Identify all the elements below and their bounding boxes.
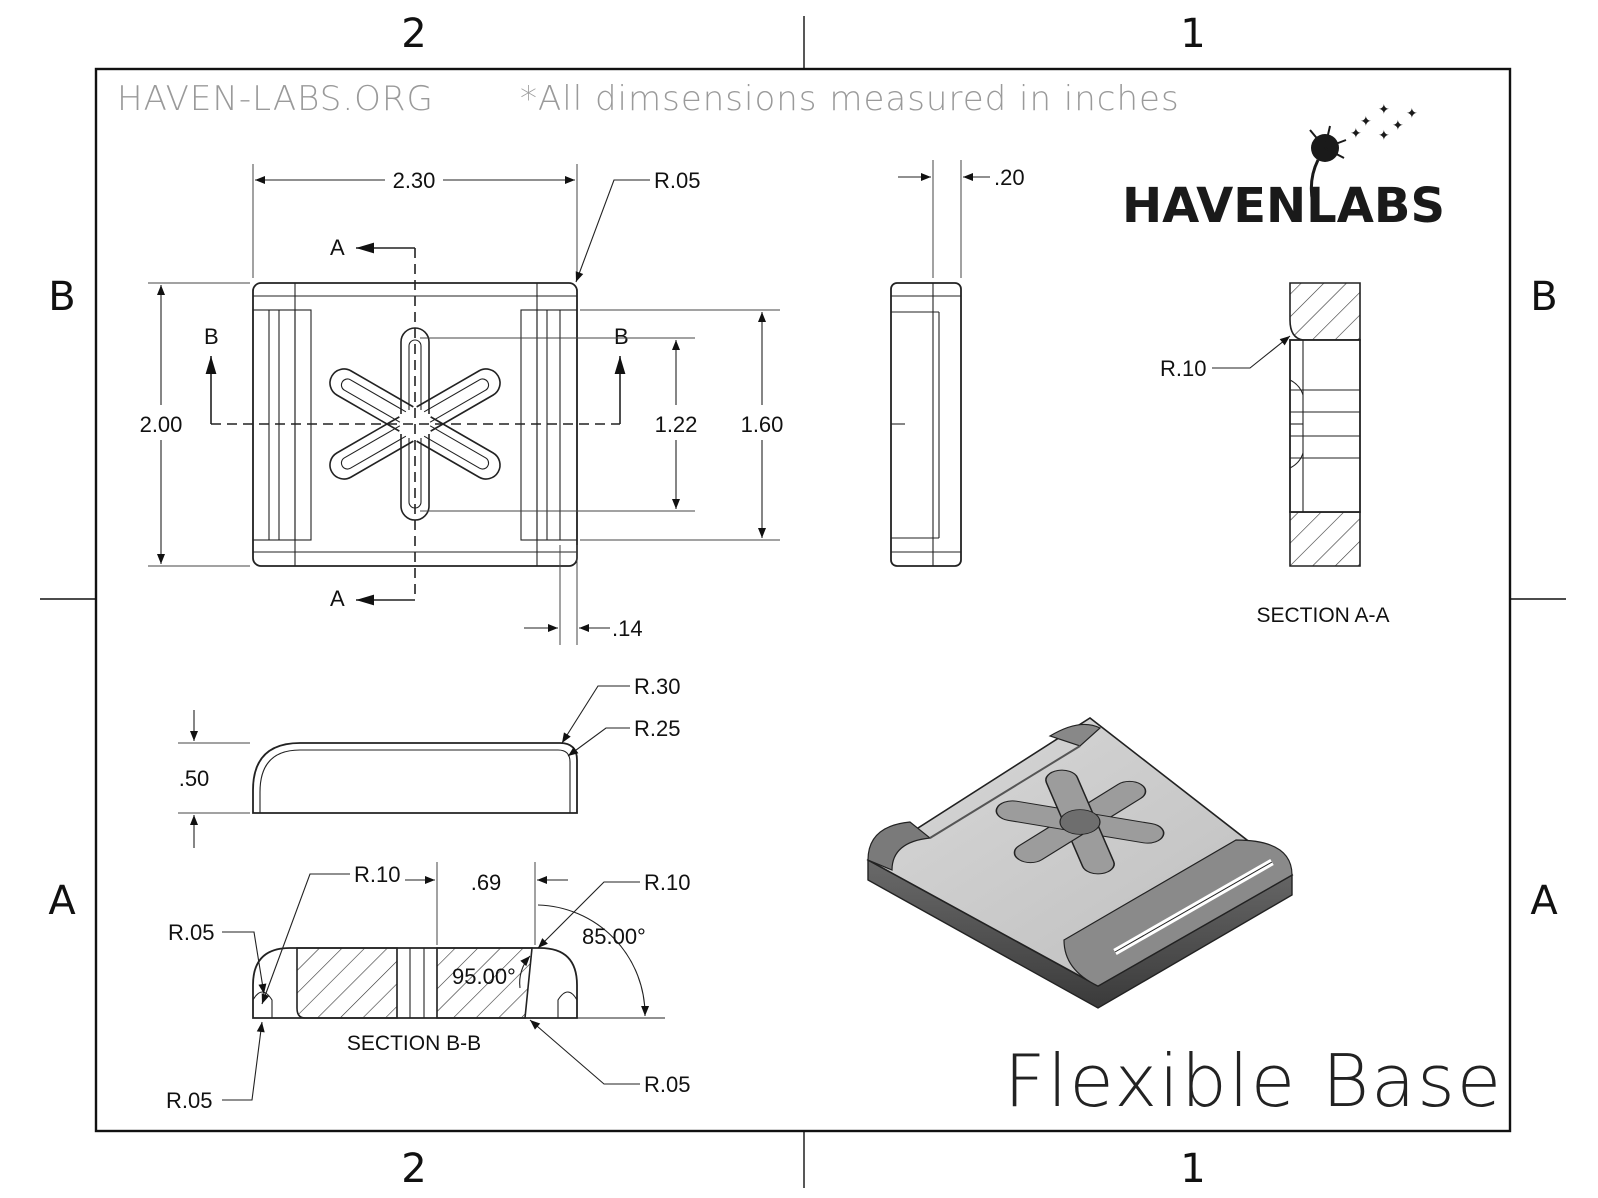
profile-view <box>252 742 578 814</box>
dim-sb-radius-left-lower: R.05 <box>166 1021 265 1113</box>
isometric-view <box>866 717 1294 1009</box>
svg-text:85.00°: 85.00° <box>582 924 646 949</box>
side-view <box>890 282 962 567</box>
svg-text:✦: ✦ <box>1406 106 1418 122</box>
drawing-title: Flexible Base <box>1004 1039 1503 1123</box>
svg-text:R.05: R.05 <box>654 168 700 193</box>
zone-label-left-lower: A <box>48 878 76 924</box>
dim-width: 2.30 <box>252 164 578 278</box>
svg-text:R.10: R.10 <box>1160 356 1206 381</box>
section-cut-b-left: B <box>204 324 219 424</box>
dim-slot-span: 1.22 <box>420 337 698 512</box>
section-cut-b-right: B <box>614 324 629 424</box>
svg-text:.69: .69 <box>471 870 502 895</box>
svg-text:R.30: R.30 <box>634 674 680 699</box>
dim-sb-radius-left-upper: R.05 <box>168 920 267 995</box>
svg-text:✦: ✦ <box>1378 128 1390 144</box>
svg-text:R.05: R.05 <box>166 1088 212 1113</box>
svg-text:✦: ✦ <box>1360 114 1372 130</box>
svg-text:✦: ✦ <box>1350 126 1362 142</box>
section-cut-a-top: A <box>330 235 415 260</box>
dim-sb-radius-top-right: R.10 <box>537 870 690 949</box>
zone-label-top-right: 1 <box>1180 11 1205 57</box>
zone-label-right-upper: B <box>1530 274 1557 320</box>
zone-label-right-lower: A <box>1530 878 1558 924</box>
dim-sb-radius-right-lower: R.05 <box>529 1019 690 1097</box>
zone-label-bottom-right: 1 <box>1180 1146 1205 1192</box>
section-cut-a-bottom: A <box>330 586 415 611</box>
dim-fillet-outer: R.30 <box>561 674 680 744</box>
dim-sb-angle-inner: 95.00° <box>452 955 531 989</box>
zone-label-top-left: 2 <box>401 11 426 57</box>
dandelion-icon: ✦✦ ✦✦ ✦✦ <box>1309 102 1418 221</box>
svg-text:R.10: R.10 <box>354 862 400 887</box>
svg-text:2.30: 2.30 <box>393 168 436 193</box>
svg-text:B: B <box>614 324 629 349</box>
dim-rail-width: .14 <box>524 545 643 645</box>
svg-text:A: A <box>330 235 345 260</box>
dim-total-thickness: .50 <box>178 710 250 848</box>
section-b-label: SECTION B-B <box>347 1032 481 1055</box>
havenlabs-logo: HAVENLABS ✦✦ ✦✦ ✦✦ <box>1122 102 1445 234</box>
svg-text:1.60: 1.60 <box>741 412 784 437</box>
section-a-view <box>1289 282 1361 567</box>
drawing-frame <box>40 16 1566 1188</box>
zone-label-left-upper: B <box>48 274 75 320</box>
dim-thickness-side: .20 <box>898 160 1025 278</box>
svg-text:R.05: R.05 <box>168 920 214 945</box>
svg-text:1.22: 1.22 <box>655 412 698 437</box>
svg-text:R.10: R.10 <box>644 870 690 895</box>
svg-text:✦: ✦ <box>1378 102 1390 118</box>
dim-inner-height: 1.60 <box>580 309 784 541</box>
svg-text:95.00°: 95.00° <box>452 964 516 989</box>
front-view <box>211 248 620 600</box>
dim-sb-slot-width: .69 <box>405 862 568 945</box>
section-b-view <box>252 947 665 1019</box>
svg-text:✦: ✦ <box>1392 118 1404 134</box>
iso-star-recess <box>991 767 1169 877</box>
zone-label-bottom-left: 2 <box>401 1146 426 1192</box>
svg-text:B: B <box>204 324 219 349</box>
svg-text:A: A <box>330 586 345 611</box>
svg-text:.50: .50 <box>179 766 210 791</box>
dim-sb-radius-top-left: R.10 <box>261 862 400 1005</box>
dim-sb-angle-outer: 85.00° <box>537 904 650 1017</box>
svg-text:.20: .20 <box>994 165 1025 190</box>
dim-height: 2.00 <box>140 282 250 567</box>
section-a-label: SECTION A-A <box>1256 604 1389 627</box>
dim-section-a-radius: R.10 <box>1160 335 1291 381</box>
svg-text:R.05: R.05 <box>644 1072 690 1097</box>
logo-text: HAVENLABS <box>1122 178 1445 234</box>
svg-text:R.25: R.25 <box>634 716 680 741</box>
dim-fillet-inner: R.25 <box>567 716 680 757</box>
svg-text:2.00: 2.00 <box>140 412 183 437</box>
dim-corner-radius-top: R.05 <box>575 168 700 283</box>
units-note: *All dimsensions measured in inches <box>520 79 1180 119</box>
website-text: HAVEN-LABS.ORG <box>117 79 434 119</box>
svg-text:.14: .14 <box>612 616 643 641</box>
